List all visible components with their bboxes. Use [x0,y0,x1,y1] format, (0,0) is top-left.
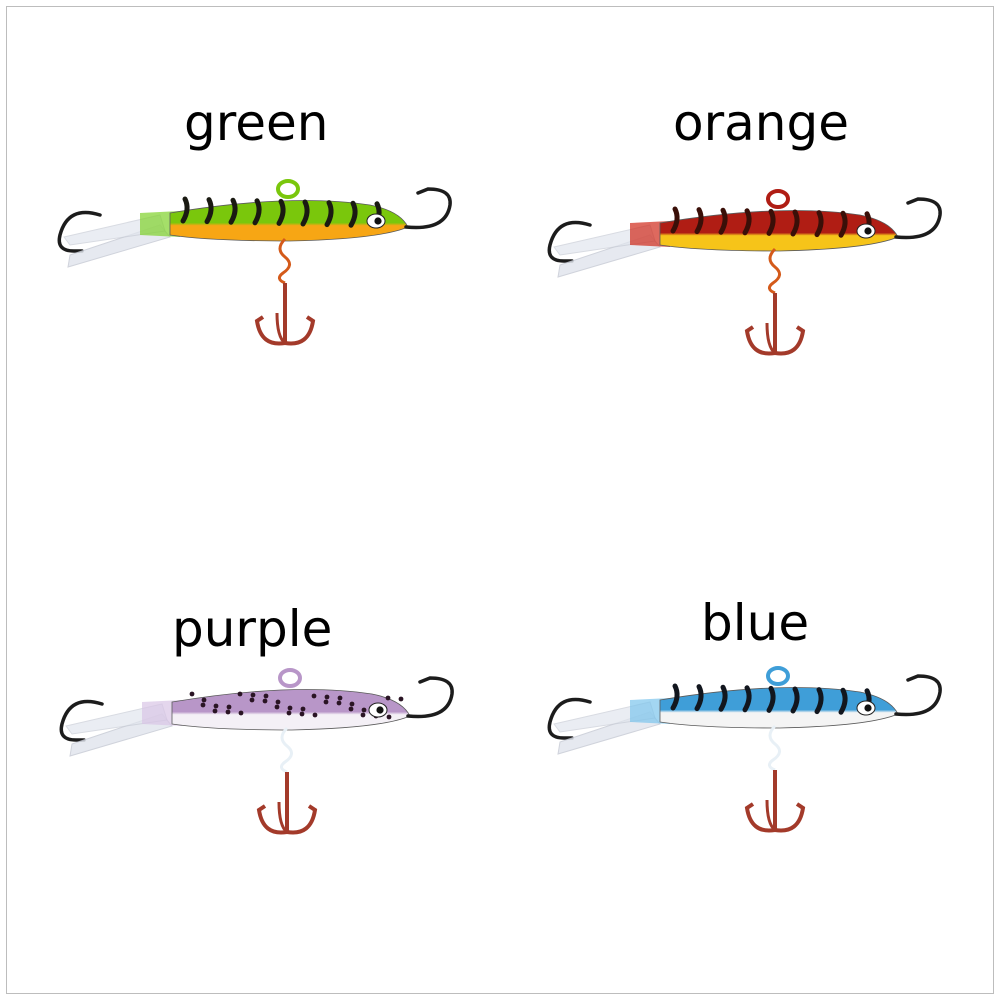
treble-hook [254,237,316,346]
lure-purple [42,664,482,864]
lure-orange [530,185,970,385]
lure-drawing [547,666,942,833]
lure-blue [530,662,970,862]
label-purple: purple [172,600,333,658]
tail-fin [553,221,670,278]
tail-fin [553,698,670,755]
label-green: green [184,94,329,152]
lure-green [40,175,480,375]
label-blue: blue [701,594,810,652]
lure-drawing [59,668,454,835]
tail-fin [65,700,182,757]
treble-hook [744,247,806,356]
treble-hook [744,724,806,833]
treble-hook [256,726,318,835]
lure-drawing [57,179,452,346]
tail-fin [63,211,180,268]
image-frame [6,6,994,994]
lure-drawing [547,189,942,356]
label-orange: orange [673,94,849,152]
